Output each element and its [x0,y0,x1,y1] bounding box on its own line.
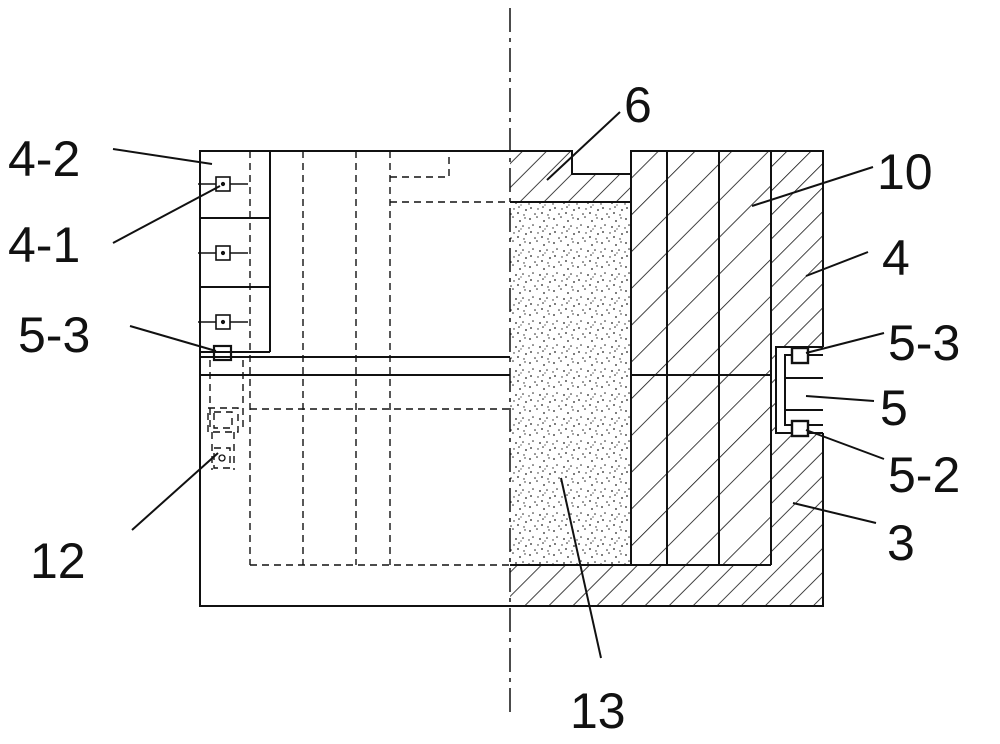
label-3: 3 [887,515,915,571]
sensor-elements [198,176,248,362]
outer-shell [510,151,823,606]
label-13: 13 [570,683,626,739]
label-4: 4 [882,230,910,286]
label-4-2: 4-2 [8,131,80,187]
label-4-1: 4-1 [8,217,80,273]
label-5-2: 5-2 [888,447,960,503]
label-12: 12 [30,533,86,589]
label-6: 6 [624,77,652,133]
sample-13 [510,202,631,565]
seal-ring-5 [775,346,824,438]
label-5-3-right: 5-3 [888,315,960,371]
leader-lines [112,111,885,659]
label-5: 5 [880,380,908,436]
hidden-lines [207,151,510,566]
left-half-view [199,150,510,607]
label-10: 10 [877,144,933,200]
bolt-hidden [218,454,226,462]
section-outlines [510,150,824,607]
label-5-3-left: 5-3 [18,307,90,363]
inner-lining [631,151,771,565]
